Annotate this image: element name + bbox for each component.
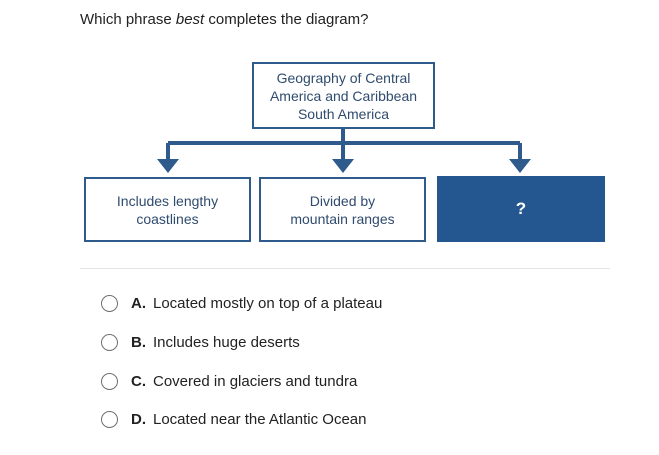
box3-question-mark: ?: [515, 199, 527, 218]
box1-line-1: Includes lengthy: [116, 192, 219, 209]
question-text-before: Which phrase: [80, 11, 176, 28]
question-emphasis: best: [175, 11, 205, 28]
main-box-line-1: Geography of Central: [276, 69, 411, 86]
option-b[interactable]: B. Includes huge deserts: [101, 334, 300, 351]
question-text-after: completes the diagram?: [204, 11, 369, 28]
radio-button-icon[interactable]: [101, 411, 118, 428]
diagram-box-unknown: ?: [437, 176, 605, 242]
option-a-text: Located mostly on top of a plateau: [153, 295, 383, 312]
main-box-line-2: America and Caribbean: [269, 87, 418, 104]
option-d-letter: D.: [131, 411, 146, 428]
option-d-text: Located near the Atlantic Ocean: [153, 411, 367, 428]
arrow-head-left: [157, 159, 179, 173]
question-prompt: Which phrase best completes the diagram?: [80, 11, 369, 28]
box1-line-2: coastlines: [136, 210, 199, 227]
box2-line-2: mountain ranges: [290, 210, 395, 227]
main-box-line-3: South America: [297, 105, 390, 122]
radio-button-icon[interactable]: [101, 334, 118, 351]
box2-line-1: Divided by: [309, 192, 376, 209]
diagram-box-coastlines: Includes lengthy coastlines: [84, 177, 251, 242]
radio-button-icon[interactable]: [101, 373, 118, 390]
concept-diagram: Geography of Central America and Caribbe…: [84, 62, 605, 242]
radio-button-icon[interactable]: [101, 295, 118, 312]
option-b-text: Includes huge deserts: [153, 334, 300, 351]
diagram-main-box: Geography of Central America and Caribbe…: [252, 62, 435, 129]
diagram-connectors: [157, 129, 531, 173]
option-a-letter: A.: [131, 295, 146, 312]
option-a[interactable]: A. Located mostly on top of a plateau: [101, 295, 382, 312]
option-c-letter: C.: [131, 373, 146, 390]
option-d[interactable]: D. Located near the Atlantic Ocean: [101, 411, 366, 428]
arrow-head-right: [509, 159, 531, 173]
arrow-head-middle: [332, 159, 354, 173]
divider: [80, 268, 610, 269]
option-b-letter: B.: [131, 334, 146, 351]
option-c-text: Covered in glaciers and tundra: [153, 373, 358, 390]
option-c[interactable]: C. Covered in glaciers and tundra: [101, 373, 357, 390]
diagram-box-mountains: Divided by mountain ranges: [259, 177, 426, 242]
